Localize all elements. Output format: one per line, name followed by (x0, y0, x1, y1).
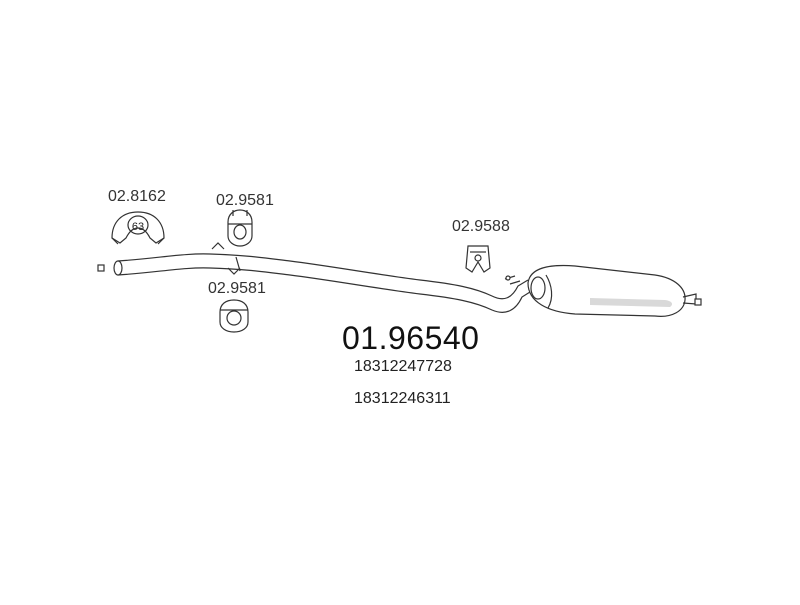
hanger-bottom (219, 299, 249, 333)
rear-muffler (504, 264, 697, 317)
pipe-bracket (211, 242, 241, 275)
oe-number-2: 18312246311 (354, 390, 451, 407)
rubber-mount (465, 245, 491, 273)
exhaust-pipe (113, 253, 531, 313)
oe-number-1: 18312247728 (354, 358, 452, 375)
right-end-marker (694, 298, 702, 306)
rubber-mount-part-number: 02.9588 (452, 218, 510, 235)
hanger-top (227, 209, 253, 247)
hanger-bottom-part-number: 02.9581 (208, 280, 266, 297)
exhaust-clamp: 63 (111, 211, 165, 245)
clamp-size-label: 63 (132, 221, 144, 233)
main-part-number: 01.96540 (342, 320, 480, 356)
clamp-part-number: 02.8162 (108, 188, 166, 205)
left-end-marker (97, 264, 105, 272)
hanger-top-part-number: 02.9581 (216, 192, 274, 209)
